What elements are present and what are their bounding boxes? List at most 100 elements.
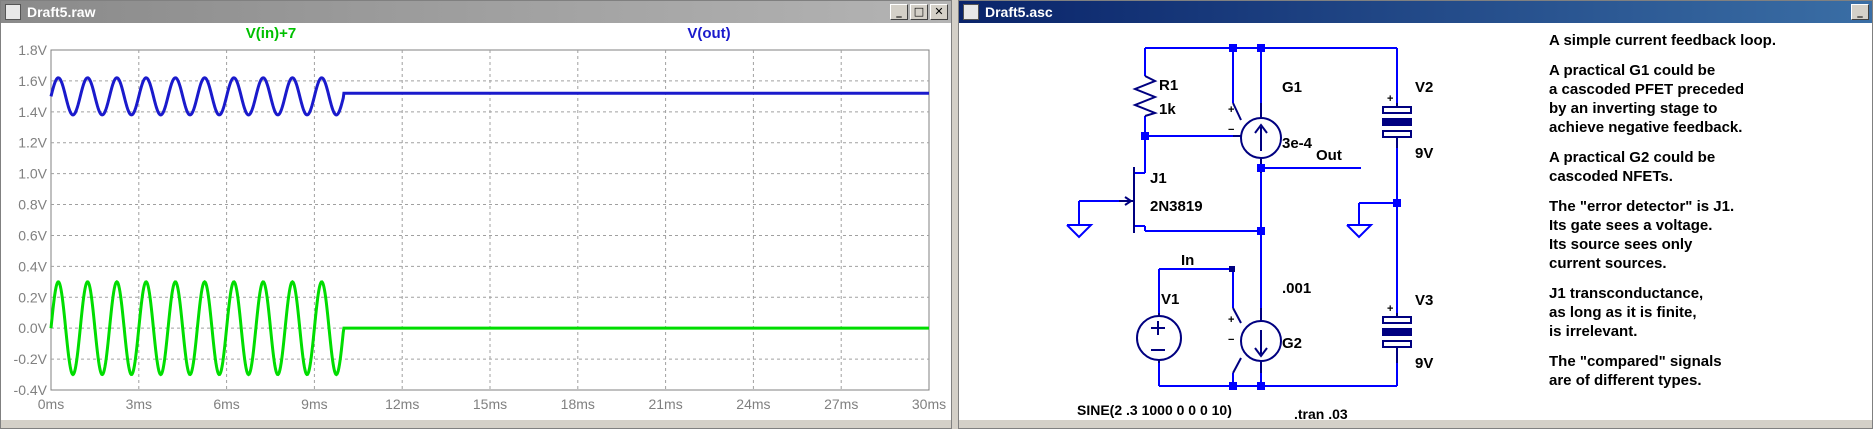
g1-plus: + xyxy=(1228,104,1234,116)
wires xyxy=(1078,47,1398,387)
comment-line: The "compared" signals xyxy=(1549,353,1722,370)
waveform-window-controls: _ □ ✕ xyxy=(890,4,948,20)
j1-model[interactable]: 2N3819 xyxy=(1150,198,1203,215)
v2-value[interactable]: 9V xyxy=(1415,145,1433,162)
y-tick-label: 1.4V xyxy=(18,104,47,120)
r1-label[interactable]: R1 xyxy=(1159,77,1178,94)
comment-line: Its source sees only xyxy=(1549,236,1693,253)
in-net-label[interactable]: In xyxy=(1181,252,1194,269)
schematic-window-title: Draft5.asc xyxy=(985,4,1053,20)
schematic-statusbar xyxy=(959,420,1872,428)
comment-text[interactable]: The "error detector" is J1. Its gate sees… xyxy=(1549,197,1839,273)
y-tick-label: -0.2V xyxy=(14,351,48,367)
g2-minus: − xyxy=(1228,334,1234,346)
comment-text[interactable]: A practical G1 could be a cascoded PFET p… xyxy=(1549,61,1839,137)
y-tick-label: 0.8V xyxy=(18,197,47,213)
comment-line: A simple current feedback loop. xyxy=(1549,32,1776,49)
g2-current-source[interactable] xyxy=(1232,307,1282,374)
trace-vin[interactable] xyxy=(49,280,929,377)
j1-jfet-symbol[interactable] xyxy=(1119,167,1135,233)
comment-line: The "error detector" is J1. xyxy=(1549,198,1735,215)
comment-line: is irrelevant. xyxy=(1549,323,1638,340)
trace-vout[interactable] xyxy=(49,76,929,117)
g1-current-source[interactable] xyxy=(1232,102,1282,173)
comment-line: current sources. xyxy=(1549,255,1667,272)
out-net-label[interactable]: Out xyxy=(1316,147,1342,164)
v2-battery[interactable] xyxy=(1382,103,1412,148)
comment-line: A practical G1 could be xyxy=(1549,62,1716,79)
schematic-comments[interactable]: A simple current feedback loop. A practic… xyxy=(1549,31,1839,401)
v3-value[interactable]: 9V xyxy=(1415,355,1433,372)
x-tick-label: 21ms xyxy=(648,396,682,412)
g2-label[interactable]: G2 xyxy=(1282,335,1302,352)
legend-vout[interactable]: V(out) xyxy=(687,25,730,42)
ground-symbols xyxy=(1066,224,1374,239)
comment-line: Its gate sees a voltage. xyxy=(1549,217,1713,234)
r1-resistor-symbol[interactable] xyxy=(1132,75,1159,117)
g1-label[interactable]: G1 xyxy=(1282,79,1302,96)
x-tick-label: 30ms xyxy=(912,396,946,412)
schematic-window-controls: _ xyxy=(1851,4,1869,20)
x-tick-label: 6ms xyxy=(213,396,239,412)
x-tick-label: 18ms xyxy=(561,396,595,412)
x-tick-label: 27ms xyxy=(824,396,858,412)
v2-label[interactable]: V2 xyxy=(1415,79,1433,96)
x-tick-label: 9ms xyxy=(301,396,327,412)
minimize-button[interactable]: _ xyxy=(890,4,908,20)
waveform-window-title: Draft5.raw xyxy=(27,4,96,20)
restore-button[interactable]: □ xyxy=(910,4,928,20)
y-axis-ticks: 1.8V1.6V1.4V1.2V1.0V0.8V0.6V0.4V0.2V0.0V… xyxy=(14,42,48,398)
waveform-statusbar xyxy=(1,420,951,428)
schematic-window: Draft5.asc _ xyxy=(958,0,1873,429)
x-tick-label: 15ms xyxy=(473,396,507,412)
v3-battery[interactable] xyxy=(1382,313,1412,363)
schematic-drawing[interactable]: R1 1k G1 3e-4 + − Out J1 2N3819 In V1 SI… xyxy=(959,23,1872,422)
g1-value[interactable]: 3e-4 xyxy=(1282,135,1313,152)
waveform-plot[interactable]: 1.8V1.6V1.4V1.2V1.0V0.8V0.6V0.4V0.2V0.0V… xyxy=(1,23,951,422)
g2-value[interactable]: .001 xyxy=(1282,280,1311,297)
comment-text[interactable]: A practical G2 could be cascoded NFETs. xyxy=(1549,148,1839,186)
v1-voltage-source[interactable] xyxy=(1136,313,1182,363)
y-tick-label: 0.4V xyxy=(18,258,47,274)
v1-value[interactable]: SINE(2 .3 1000 0 0 0 10) xyxy=(1077,402,1232,418)
v3-label[interactable]: V3 xyxy=(1415,292,1433,309)
y-tick-label: 0.0V xyxy=(18,320,47,336)
g1-minus: − xyxy=(1228,124,1234,136)
comment-line: a cascoded PFET preceded xyxy=(1549,81,1745,98)
comment-line: as long as it is finite, xyxy=(1549,304,1697,321)
x-tick-label: 3ms xyxy=(126,396,152,412)
v2-plus: + xyxy=(1387,93,1393,105)
legend-vin[interactable]: V(in)+7 xyxy=(246,25,296,42)
g2-plus: + xyxy=(1228,314,1234,326)
waveform-titlebar[interactable]: Draft5.raw _ □ ✕ xyxy=(1,1,951,23)
close-button[interactable]: ✕ xyxy=(930,4,948,20)
j1-label[interactable]: J1 xyxy=(1150,170,1167,187)
schematic-minimize-button[interactable]: _ xyxy=(1851,4,1869,20)
schematic-canvas[interactable]: R1 1k G1 3e-4 + − Out J1 2N3819 In V1 SI… xyxy=(959,23,1872,428)
y-tick-label: 0.2V xyxy=(18,289,47,305)
v1-label[interactable]: V1 xyxy=(1161,291,1179,308)
y-tick-label: 1.8V xyxy=(18,42,47,58)
y-tick-label: 1.0V xyxy=(18,166,47,182)
schematic-titlebar[interactable]: Draft5.asc _ xyxy=(959,1,1872,23)
comment-line: A practical G2 could be xyxy=(1549,149,1716,166)
y-tick-label: 0.6V xyxy=(18,227,47,243)
comment-line: cascoded NFETs. xyxy=(1549,168,1673,185)
r1-value[interactable]: 1k xyxy=(1159,101,1176,118)
v3-plus: + xyxy=(1387,303,1393,315)
y-tick-label: 1.2V xyxy=(18,135,47,151)
tran-directive[interactable]: .tran .03 xyxy=(1294,406,1348,422)
comment-text[interactable]: A simple current feedback loop. xyxy=(1549,31,1839,50)
comment-line: J1 transconductance, xyxy=(1549,285,1704,302)
schematic-app-icon xyxy=(963,4,979,20)
x-tick-label: 12ms xyxy=(385,396,419,412)
waveform-app-icon xyxy=(5,4,21,20)
junction-dots xyxy=(1141,44,1401,390)
comment-text[interactable]: J1 transconductance, as long as it is fin… xyxy=(1549,284,1839,341)
comment-line: by an inverting stage to xyxy=(1549,100,1718,117)
x-tick-label: 24ms xyxy=(736,396,770,412)
